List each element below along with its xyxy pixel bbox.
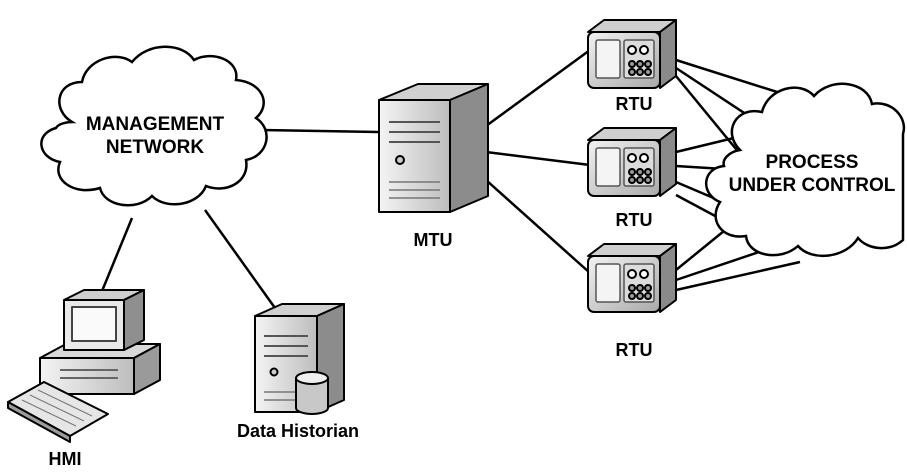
link-mtu-rtu3 [485,179,591,274]
data-historian-label: Data Historian [236,421,360,441]
rtu-2-label: RTU [615,210,653,230]
hmi-desktop-computer-icon [7,289,161,443]
rtu-2-cabinet-icon [587,127,677,197]
link-management-mtu [261,128,379,134]
link-mtu-rtu1 [485,48,591,128]
management-network-cloud-icon [40,45,268,207]
rtu-1-label: RTU [615,94,653,114]
link-management-hmi [98,217,134,297]
link-rtu3-process [675,248,766,282]
link-rtu3-process [675,260,801,292]
link-rtu1-process [675,75,746,161]
rtu-3-cabinet-icon [587,243,677,313]
rtu-3-label: RTU [615,340,653,360]
process-under-control-label: PROCESS UNDER CONTROL [728,152,896,196]
mtu-server-tower-icon [378,83,489,213]
data-historian-database-server-icon [254,303,345,415]
link-mtu-rtu2 [485,150,591,167]
hmi-label: HMI [48,449,82,469]
link-management-historian [203,209,277,309]
rtu-1-cabinet-icon [587,19,677,89]
management-network-label: MANAGEMENT NETWORK [85,114,225,158]
mtu-label: MTU [413,230,453,250]
process-under-control-cloud-icon [704,82,906,258]
